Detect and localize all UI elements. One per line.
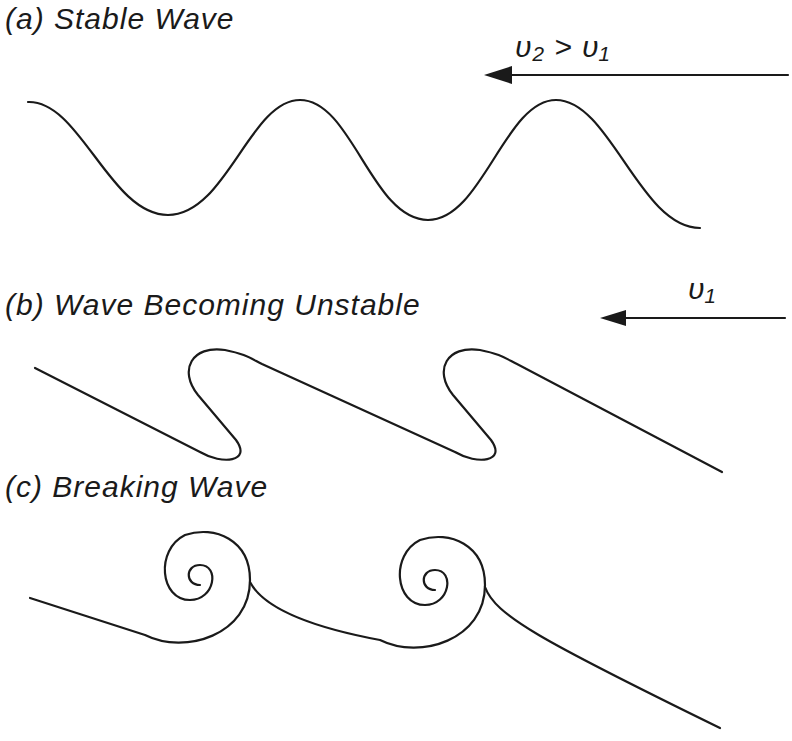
velocity-label: υ₁ (688, 272, 716, 305)
unstable-wave (35, 349, 722, 472)
breaking-wave (30, 532, 250, 643)
flow-arrow (608, 317, 785, 319)
arrow-head (600, 310, 626, 326)
stable-wave (28, 100, 700, 228)
arrow-head (484, 66, 512, 84)
flow-arrow (492, 74, 788, 76)
breaking-wave (485, 587, 720, 728)
panel-title: (b) Wave Becoming Unstable (5, 288, 421, 321)
breaking-wave (250, 537, 485, 648)
panel-title: (a) Stable Wave (5, 2, 235, 35)
velocity-label: υ₂ > υ₁ (515, 30, 610, 63)
panel-title: (c) Breaking Wave (5, 470, 268, 503)
